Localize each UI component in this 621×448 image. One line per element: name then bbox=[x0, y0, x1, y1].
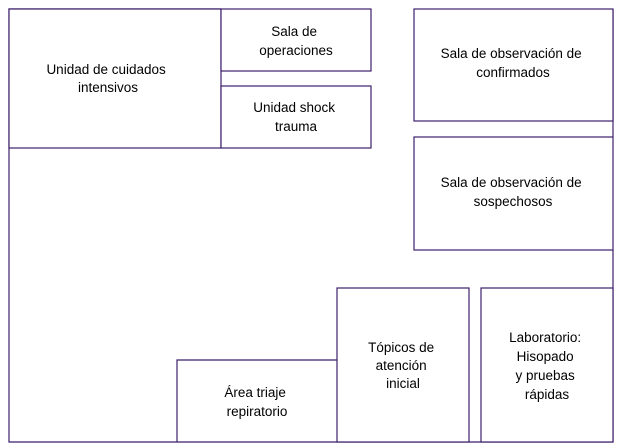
room-topicos: Tópicos de atención inicial bbox=[336, 287, 470, 443]
room-shock-trauma-box bbox=[220, 85, 372, 149]
room-obs-confirmados-label: Sala de observación de confirmados bbox=[441, 46, 586, 80]
room-laboratorio-line-4: rápidas bbox=[525, 387, 570, 402]
room-laboratorio-label: Laboratorio: Hisopado y pruebas rápidas bbox=[509, 330, 585, 402]
room-laboratorio-line-1: Laboratorio: bbox=[509, 330, 581, 345]
room-laboratorio-box bbox=[480, 287, 614, 443]
room-topicos-box bbox=[336, 287, 470, 443]
room-obs-sospechosos-box bbox=[413, 136, 614, 251]
room-laboratorio-line-3: y pruebas bbox=[515, 368, 575, 383]
room-obs-sospechosos-line-1: Sala de observación de bbox=[441, 175, 582, 190]
room-shock-trauma-line-2: trauma bbox=[275, 119, 318, 134]
room-uci: Unidad de cuidados intensivos bbox=[8, 8, 222, 149]
room-shock-trauma-label: Unidad shock trauma bbox=[253, 100, 339, 134]
room-topicos-line-1: Tópicos de bbox=[368, 340, 434, 355]
room-uci-label: Unidad de cuidados intensivos bbox=[46, 62, 169, 95]
room-obs-confirmados: Sala de observación de confirmados bbox=[413, 8, 614, 122]
room-obs-confirmados-line-1: Sala de observación de bbox=[441, 46, 582, 61]
room-shock-trauma-line-1: Unidad shock bbox=[253, 100, 335, 115]
room-topicos-line-2: atención bbox=[376, 358, 427, 373]
room-obs-sospechosos: Sala de observación de sospechosos bbox=[413, 136, 614, 251]
room-uci-line-1: Unidad de cuidados bbox=[46, 62, 166, 77]
room-triaje: Área triaje repiratorio bbox=[176, 359, 337, 442]
room-triaje-box bbox=[176, 359, 337, 442]
room-operaciones: Sala de operaciones bbox=[220, 8, 372, 72]
room-topicos-label: Tópicos de atención inicial bbox=[368, 340, 438, 391]
room-triaje-label: Área triaje repiratorio bbox=[224, 385, 289, 419]
room-obs-sospechosos-label: Sala de observación de sospechosos bbox=[441, 175, 586, 209]
room-obs-sospechosos-line-2: sospechosos bbox=[474, 194, 553, 209]
room-operaciones-line-1: Sala de bbox=[271, 24, 317, 39]
room-uci-box bbox=[8, 8, 222, 149]
room-obs-confirmados-box bbox=[413, 8, 614, 122]
room-operaciones-label: Sala de operaciones bbox=[259, 24, 333, 58]
room-triaje-line-2: repiratorio bbox=[227, 404, 288, 419]
room-triaje-line-1: Área triaje bbox=[224, 385, 286, 400]
room-laboratorio: Laboratorio: Hisopado y pruebas rápidas bbox=[480, 287, 614, 443]
room-laboratorio-line-2: Hisopado bbox=[517, 349, 574, 364]
room-operaciones-line-2: operaciones bbox=[259, 43, 333, 58]
room-operaciones-box bbox=[220, 8, 372, 72]
room-uci-line-2: intensivos bbox=[78, 80, 138, 95]
room-shock-trauma: Unidad shock trauma bbox=[220, 85, 372, 149]
room-obs-confirmados-line-2: confirmados bbox=[476, 65, 550, 80]
room-topicos-line-3: inicial bbox=[386, 376, 420, 391]
